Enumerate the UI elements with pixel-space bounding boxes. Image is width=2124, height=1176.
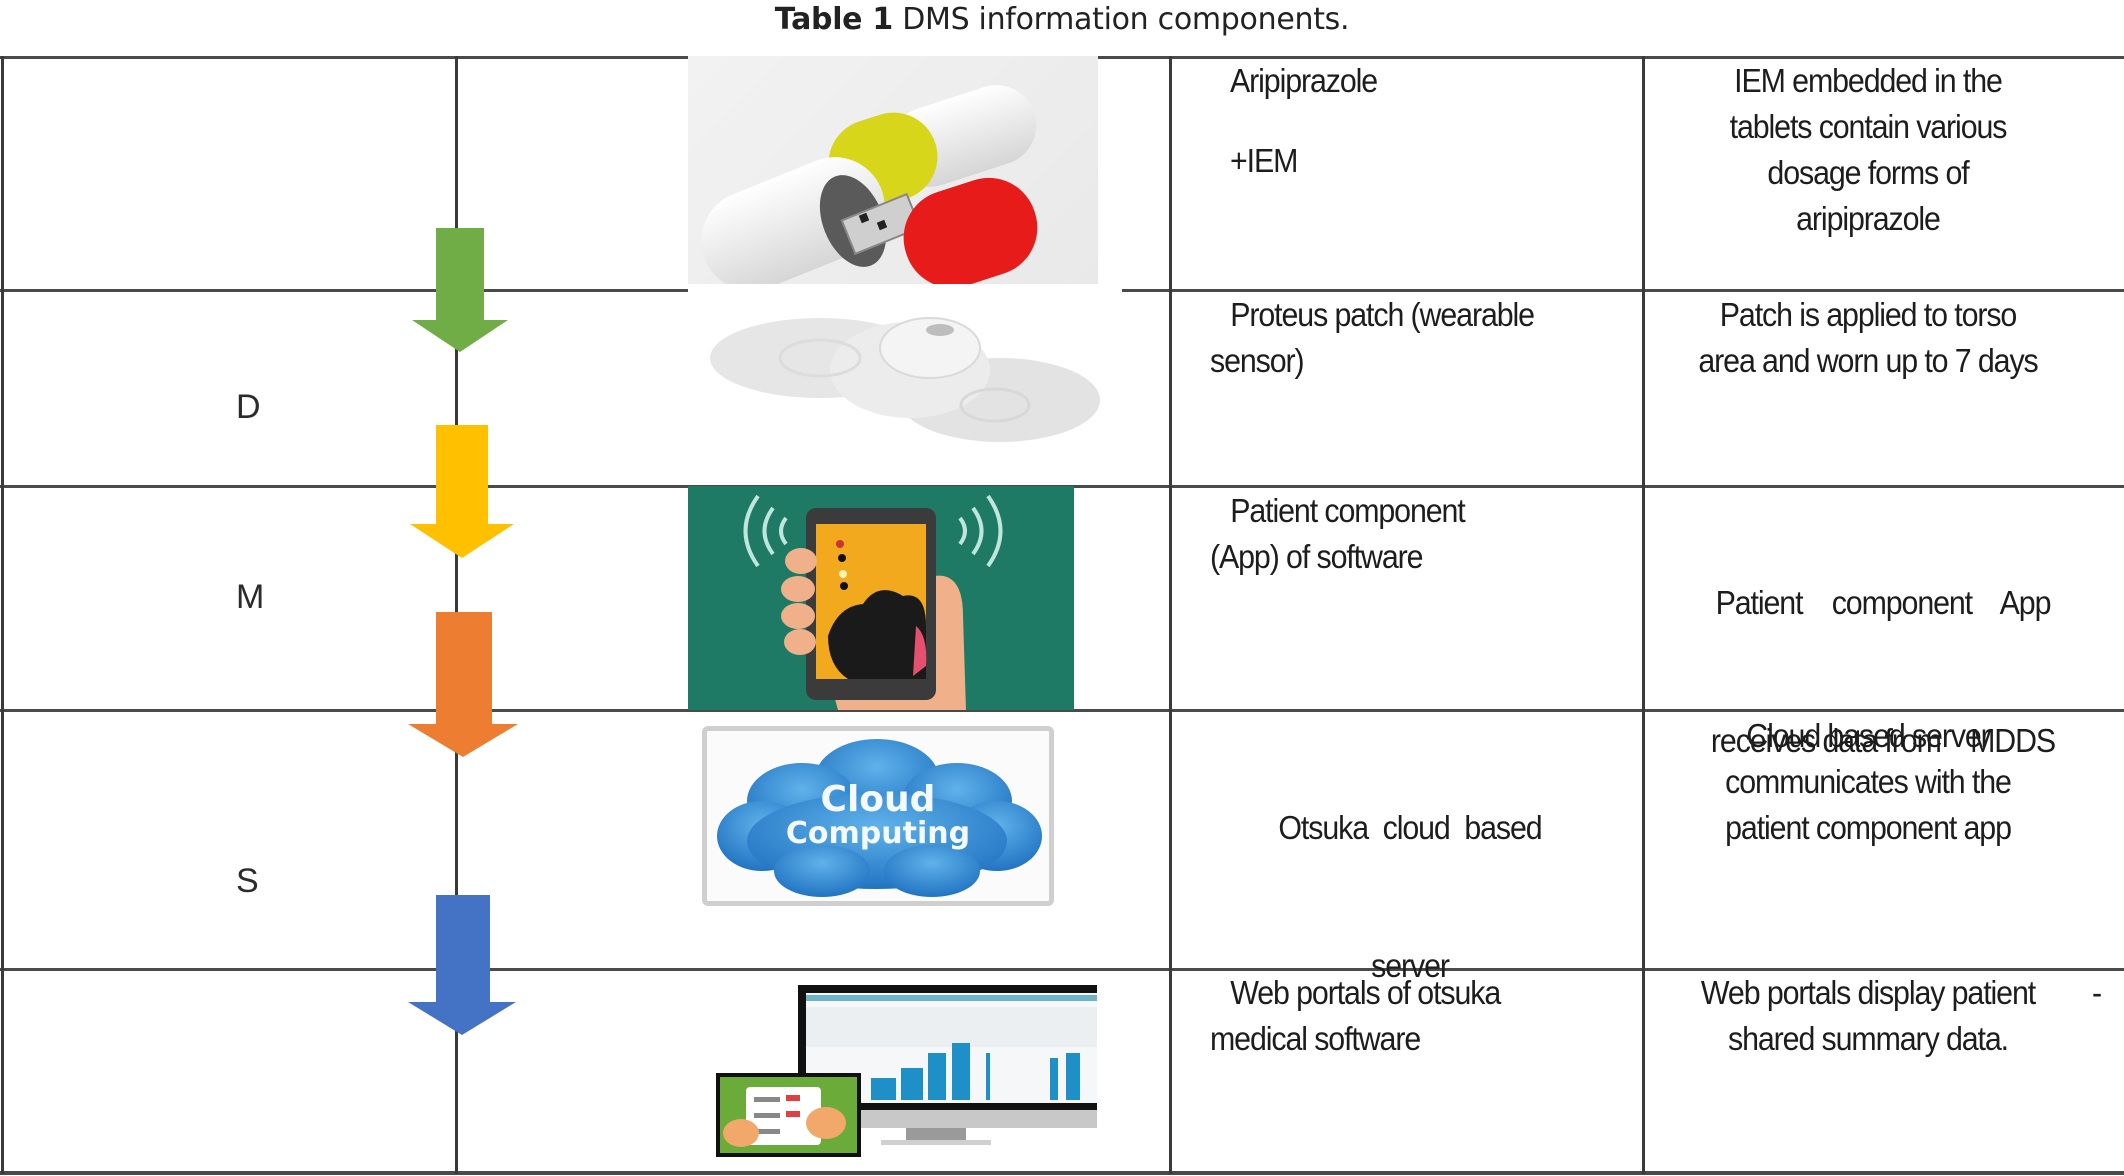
description-line: tablets contain various	[1729, 108, 2008, 145]
component-line: sensor)	[1210, 342, 1305, 379]
flow-letter-d: D	[236, 388, 261, 426]
row-divider-3	[0, 709, 2124, 712]
description-cell-1: IEM embedded in the tablets contain vari…	[1666, 58, 2071, 242]
description-trailing-mark: -	[2092, 974, 2102, 1011]
column-divider-description	[1642, 56, 1645, 1174]
orange-down-arrow-icon	[408, 612, 518, 757]
table-border-top-right	[1097, 56, 2124, 59]
table-border-top	[0, 56, 688, 59]
component-line: Proteus patch (wearable	[1230, 296, 1535, 333]
component-cell-4: Otsuka cloud based server	[1194, 713, 1626, 1035]
component-line: Otsuka cloud based	[1278, 809, 1542, 846]
description-cell-4: Cloud based server communicates with the…	[1666, 713, 2071, 851]
description-cell-2: Patch is applied to torso area and worn …	[1666, 292, 2071, 384]
component-line: medical software	[1210, 1020, 1421, 1057]
caption-label: Table 1	[774, 2, 893, 37]
row-divider-1	[0, 289, 688, 292]
cloud-label-line-1: Cloud	[820, 779, 936, 820]
cloud-label-line-2: Computing	[785, 816, 971, 851]
table-border-left	[1, 56, 4, 1174]
component-line: (App) of software	[1210, 538, 1424, 575]
component-cell-1: Aripiprazole +IEM	[1230, 58, 1616, 184]
column-divider-component	[1169, 56, 1172, 1174]
description-cell-3: Patient component App receives data from…	[1667, 488, 2099, 810]
orange-arrow-shape	[408, 612, 518, 757]
description-line: Patient component App	[1715, 584, 2052, 621]
blue-down-arrow-icon	[408, 895, 516, 1035]
caption-text: DMS information components.	[892, 2, 1350, 37]
description-line: shared summary data.	[1728, 1020, 2009, 1057]
description-line: receives data from MDDS	[1710, 722, 2056, 759]
green-down-arrow-icon	[412, 228, 508, 352]
description-line: IEM embedded in the	[1734, 62, 2003, 99]
description-line: Cloud based server	[1746, 717, 1991, 754]
component-line: server	[1371, 947, 1450, 984]
table-border-bottom	[0, 1171, 2124, 1175]
description-line: dosage forms of	[1767, 154, 1969, 191]
green-arrow-shape	[412, 228, 508, 352]
component-line: +IEM	[1230, 142, 1298, 179]
yellow-arrow-shape	[410, 425, 514, 558]
cloud-computing-image: Cloud Computing	[702, 726, 1054, 906]
flow-letter-m: M	[236, 578, 265, 616]
description-line: aripiprazole	[1796, 200, 1941, 237]
wearable-patch-image	[700, 300, 1110, 460]
component-line: Web portals of otsuka	[1230, 974, 1501, 1011]
yellow-down-arrow-icon	[410, 425, 514, 558]
component-line: Aripiprazole	[1230, 62, 1378, 99]
component-cell-2: Proteus patch (wearable sensor)	[1210, 292, 1615, 384]
smartphone-hand-image	[688, 486, 1074, 710]
flow-letter-s: S	[236, 862, 259, 900]
row-divider-1-right	[1122, 289, 2124, 292]
component-cell-5: Web portals of otsuka medical software	[1210, 970, 1615, 1062]
description-line: patient component app	[1725, 809, 2012, 846]
cloud-label: Cloud Computing	[707, 779, 1049, 851]
web-portal-monitor-image	[716, 983, 1097, 1159]
description-line: Patch is applied to torso	[1719, 296, 2018, 333]
component-cell-3: Patient component (App) of software	[1210, 488, 1615, 580]
description-line: communicates with the	[1725, 763, 2012, 800]
table-caption: Table 1 DMS information components.	[0, 2, 2124, 37]
pill-usb-capsule-image	[688, 56, 1098, 284]
component-line: Patient component	[1230, 492, 1466, 529]
description-cell-5: Web portals display patient shared summa…	[1666, 970, 2071, 1062]
blue-arrow-shape	[408, 895, 516, 1035]
row-divider-4	[0, 968, 2124, 971]
description-line: area and worn up to 7 days	[1698, 342, 2038, 379]
description-line: Web portals display patient	[1700, 974, 2036, 1011]
